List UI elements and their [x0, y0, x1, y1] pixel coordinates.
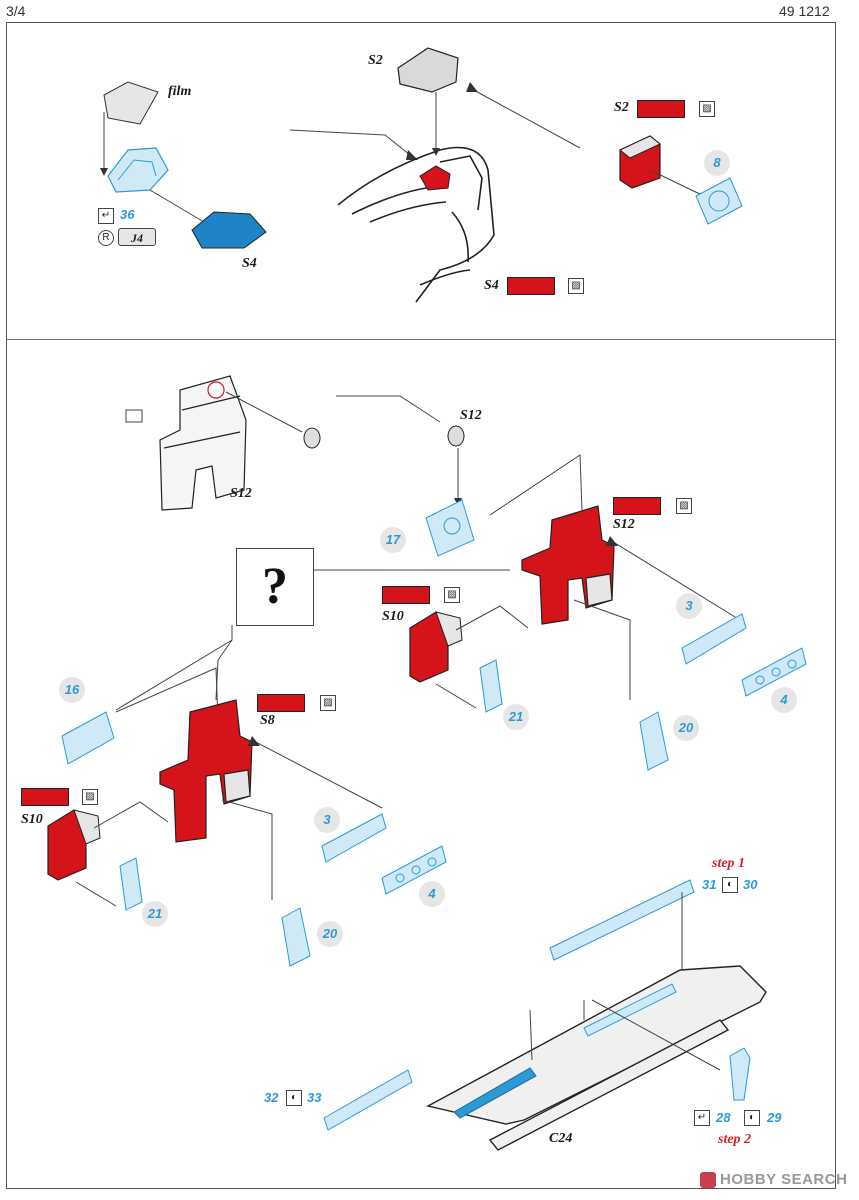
knob-right	[447, 425, 465, 447]
part-32-33	[323, 1069, 413, 1131]
part-3-right-label: 3	[676, 593, 702, 619]
part-4-left-label: 4	[419, 881, 445, 907]
part-4-right-label: 4	[771, 687, 797, 713]
paint-icon: ▨	[82, 789, 98, 805]
part-21-left	[119, 857, 143, 911]
part-3-left	[321, 813, 387, 863]
fold-icon: ↵	[98, 208, 114, 224]
canopy-part	[107, 147, 169, 193]
paint-icon: ▨	[676, 498, 692, 514]
j4-badge: J4	[118, 228, 156, 246]
fold-icon: ↵	[694, 1110, 710, 1126]
s2-callout-label: S2	[614, 100, 629, 115]
s2-color-swatch	[637, 100, 685, 118]
part-4-right	[741, 647, 807, 697]
step-1-label: step 1	[712, 856, 746, 871]
c24-label: C24	[549, 1131, 573, 1146]
s8-label: S8	[260, 713, 275, 728]
s4-color-swatch	[507, 277, 555, 295]
part-29-label: 29	[767, 1110, 782, 1125]
cockpit-drawing	[337, 146, 495, 303]
s10-left-label: S10	[21, 812, 43, 827]
red-panel-right	[521, 505, 615, 625]
part-17-label: 17	[380, 527, 406, 553]
part-20-right	[639, 711, 669, 771]
paint-icon: ▨	[699, 101, 715, 117]
page-number: 3/4	[6, 3, 26, 19]
part-21-right-label: 21	[503, 704, 529, 730]
s12-panel-drawing	[159, 375, 247, 511]
watermark-logo-icon	[700, 1172, 716, 1188]
paint-icon: ▨	[444, 587, 460, 603]
red-panel-left	[159, 699, 253, 843]
s12-panel-label: S12	[230, 486, 252, 501]
s12-callout-label: S12	[613, 517, 635, 532]
watermark-text: HOBBY SEARCH	[720, 1171, 848, 1188]
part-8	[695, 177, 743, 225]
question-box: ?	[236, 548, 314, 626]
page-frame	[6, 22, 836, 1189]
decal-icon: R	[98, 230, 114, 246]
s4-blue-part	[191, 211, 267, 249]
part-28-29	[729, 1047, 751, 1101]
part-28-label: 28	[716, 1110, 731, 1125]
part-31-30	[549, 879, 695, 961]
s12-color-swatch	[613, 497, 661, 515]
s8-color-swatch	[257, 694, 305, 712]
part-33-label: 33	[307, 1090, 322, 1105]
part-21-right	[479, 659, 503, 713]
contrast-icon: ◐	[722, 877, 738, 893]
j4-label: J4	[131, 231, 143, 245]
contrast-icon: ◐	[744, 1110, 760, 1126]
part-3-left-label: 3	[314, 807, 340, 833]
part-20-right-label: 20	[673, 715, 699, 741]
part-21-left-label: 21	[142, 901, 168, 927]
s2-box	[397, 47, 459, 93]
part-3-right	[681, 613, 747, 665]
part-16	[61, 711, 115, 765]
s4-label: S4	[242, 256, 257, 271]
s12-knob-label: S12	[460, 408, 482, 423]
s10-right-label: S10	[382, 609, 404, 624]
knob-left	[303, 427, 321, 449]
step-2-label: step 2	[718, 1132, 752, 1147]
part-20-left-label: 20	[317, 921, 343, 947]
part-16-label: 16	[59, 677, 85, 703]
s2-label: S2	[368, 53, 383, 68]
part-20-left	[281, 907, 311, 967]
s10-right-swatch	[382, 586, 430, 604]
s2-red-part	[419, 165, 451, 191]
s4-callout-label: S4	[484, 278, 499, 293]
s10-left-swatch	[21, 788, 69, 806]
paint-icon: ▨	[320, 695, 336, 711]
part-17	[425, 499, 475, 557]
part-32-label: 32	[264, 1090, 279, 1105]
set-code: 49 1212	[779, 3, 830, 19]
film-label: film	[168, 84, 192, 99]
film-sheet-icon	[103, 81, 159, 125]
section-divider	[6, 339, 835, 340]
part-31-label: 31	[702, 877, 717, 892]
paint-icon: ▨	[568, 278, 584, 294]
part-8-label: 8	[704, 150, 730, 176]
part-30-label: 30	[743, 877, 758, 892]
part-36-label: 36	[120, 207, 135, 222]
contrast-icon: ◐	[286, 1090, 302, 1106]
